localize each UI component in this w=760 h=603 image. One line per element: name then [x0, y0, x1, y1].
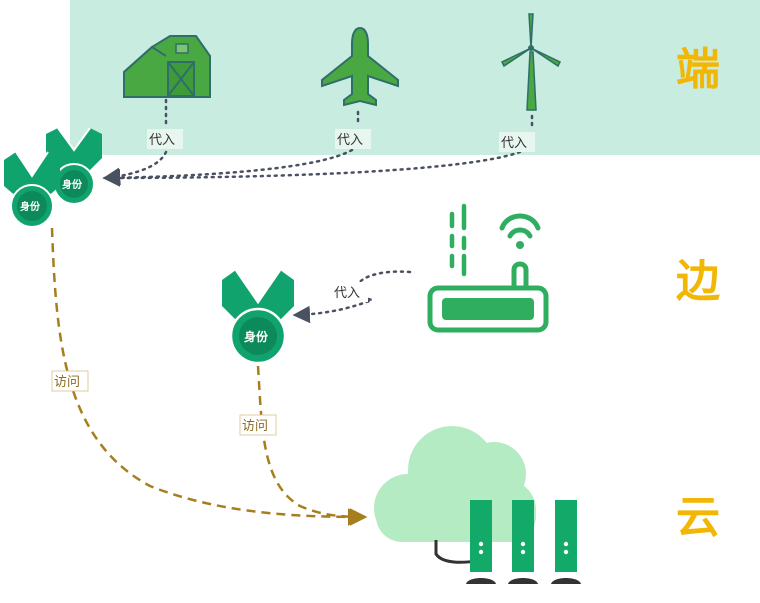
wind-turbine-icon: [500, 13, 562, 111]
tier-label-edge: 边: [676, 256, 720, 307]
svg-text:访问: 访问: [242, 419, 268, 434]
proxy-arrows-devices: [102, 98, 534, 187]
server-icon: [434, 500, 581, 584]
proxy-arrow-router: [292, 270, 412, 324]
svg-text:身份: 身份: [20, 200, 41, 213]
proxy-label-airplane: 代入: [335, 129, 371, 149]
router-icon: [427, 203, 549, 333]
svg-text:访问: 访问: [54, 375, 80, 390]
proxy-label-router: 代入: [332, 282, 368, 302]
access-label-edge: 访问: [239, 414, 277, 436]
svg-text:身份: 身份: [62, 178, 83, 191]
proxy-label-turbine: 代入: [499, 132, 535, 152]
access-arrows: [50, 227, 368, 526]
cloud-icon: [374, 426, 536, 542]
svg-text:代入: 代入: [149, 133, 175, 148]
identity-badge-icon: 身份: [4, 151, 60, 228]
tier-label-device: 端: [676, 44, 720, 95]
airplane-icon: [321, 26, 399, 107]
access-label-device: 访问: [51, 370, 89, 392]
svg-text:身份: 身份: [244, 329, 269, 344]
svg-text:代入: 代入: [501, 136, 527, 151]
tier-label-cloud: 云: [676, 492, 720, 543]
svg-text:代入: 代入: [337, 133, 363, 148]
svg-text:代入: 代入: [334, 286, 360, 301]
barn-icon: [123, 35, 211, 98]
proxy-label-barn: 代入: [147, 129, 183, 149]
identity-badge-icon: 身份: [222, 269, 294, 365]
